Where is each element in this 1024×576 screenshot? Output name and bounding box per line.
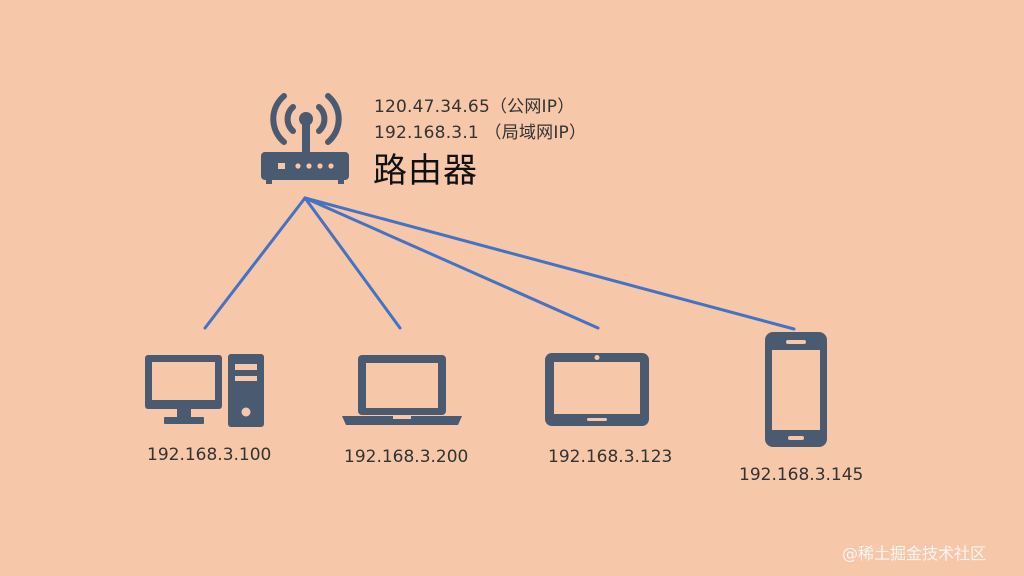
wifi-router-icon [261,93,349,184]
desktop-computer-icon [145,354,264,427]
desktop-ip-label: 192.168.3.100 [147,445,272,465]
router-title: 路由器 [373,151,478,191]
laptop-ip-label: 192.168.3.200 [344,447,469,467]
tablet-icon [545,353,649,426]
link-router-phone [303,196,796,331]
phone-ip-label: 192.168.3.145 [739,465,864,485]
link-router-laptop [303,196,402,330]
watermark: @稀土掘金技术社区 [842,544,987,563]
smartphone-icon [765,332,827,447]
connections [203,196,796,331]
laptop-icon [342,355,462,425]
tablet-ip-label: 192.168.3.123 [548,447,673,467]
link-router-tablet [303,196,600,330]
router-lan-ip: 192.168.3.1 （局域网IP） [374,123,587,143]
link-router-desktop [203,196,307,330]
router-public-ip: 120.47.34.65（公网IP） [374,97,575,117]
